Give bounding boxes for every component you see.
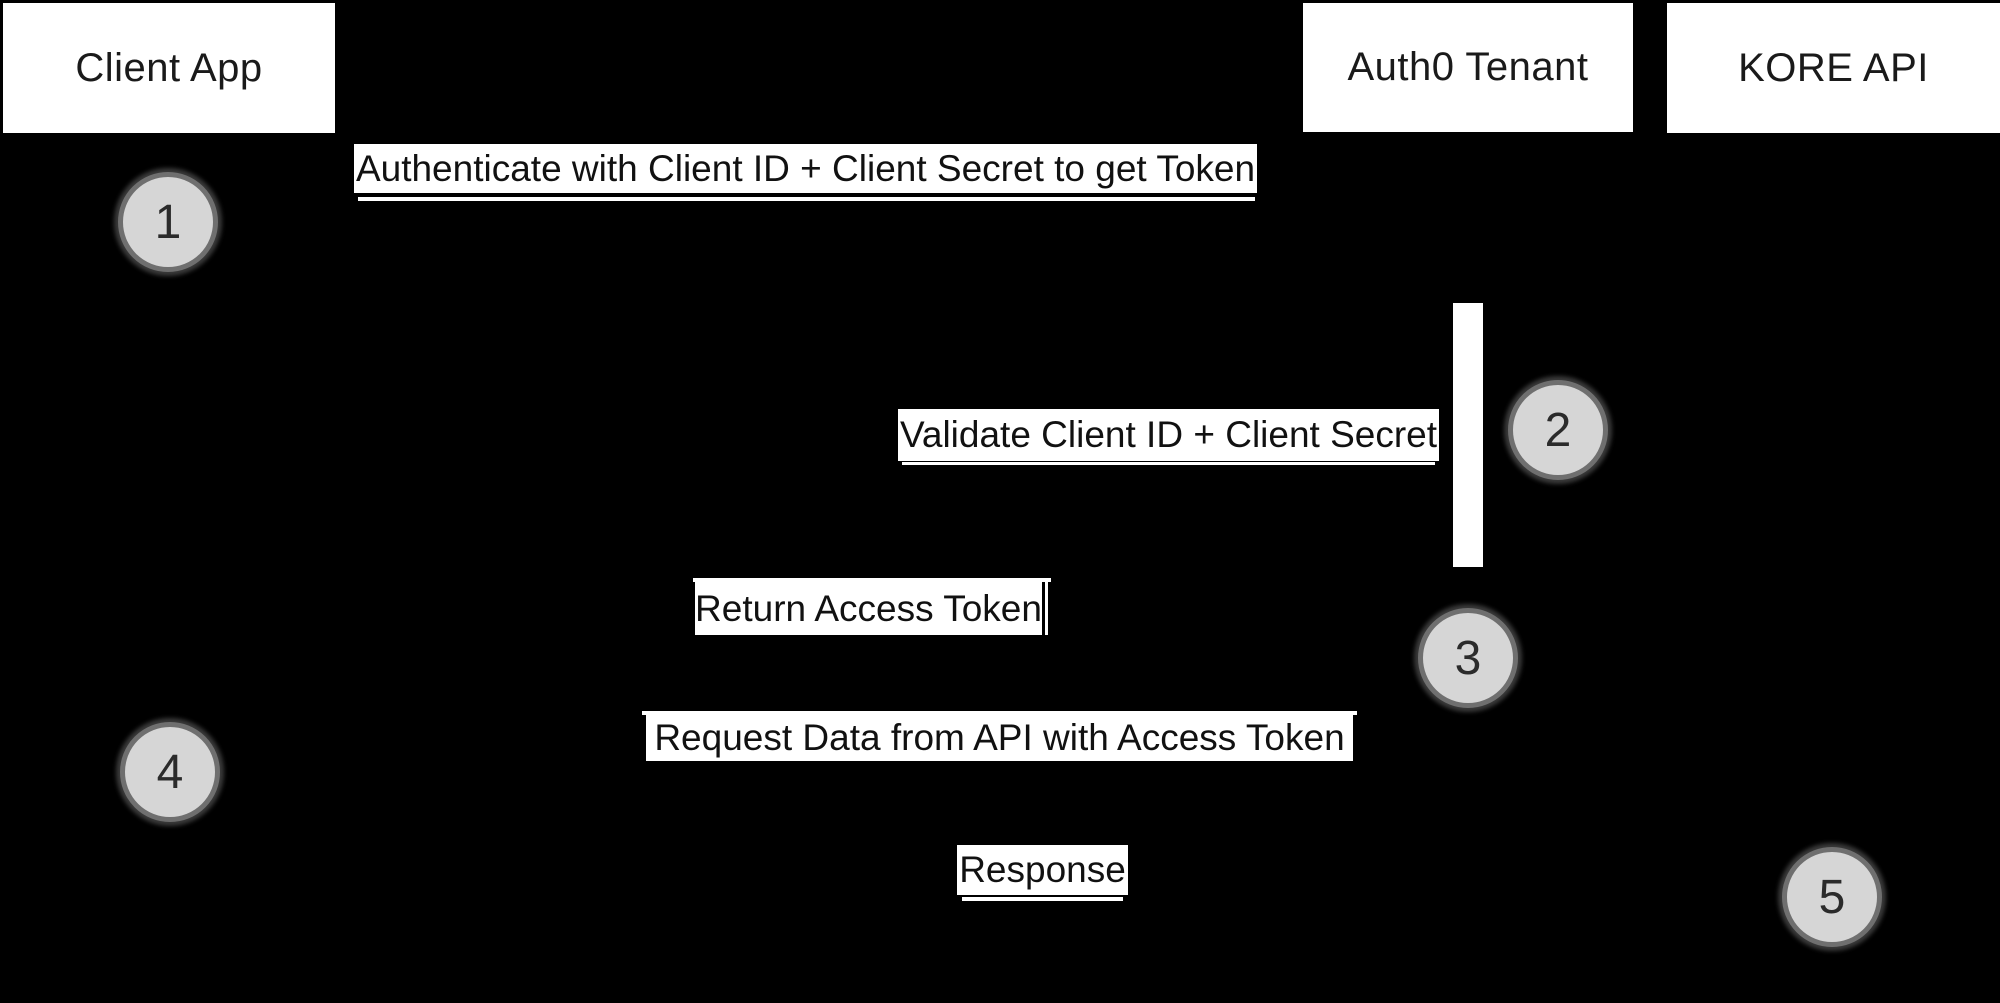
message-text-response: Response xyxy=(959,849,1126,890)
message-text-authenticate: Authenticate with Client ID + Client Sec… xyxy=(355,147,1256,189)
message-label-validate: Validate Client ID + Client Secret xyxy=(898,409,1439,461)
step-number-3: 3 xyxy=(1454,631,1482,685)
message-line-validate xyxy=(902,462,1435,465)
message-text-validate: Validate Client ID + Client Secret xyxy=(899,414,1438,455)
message-label-return-token: Return Access Token xyxy=(695,582,1042,635)
message-label-authenticate: Authenticate with Client ID + Client Sec… xyxy=(354,144,1257,193)
step-number-2: 2 xyxy=(1544,403,1572,457)
actor-box-client-app: Client App xyxy=(3,3,335,133)
step-number-1: 1 xyxy=(154,195,182,249)
message-text-request-data: Request Data from API with Access Token xyxy=(654,717,1345,758)
actor-label-auth0-tenant: Auth0 Tenant xyxy=(1347,45,1589,89)
message-line-response xyxy=(962,897,1123,901)
message-label-request-data: Request Data from API with Access Token xyxy=(646,715,1353,761)
message-line-authenticate xyxy=(358,197,1255,201)
step-number-5: 5 xyxy=(1818,870,1846,924)
message-text-return-token: Return Access Token xyxy=(695,587,1042,629)
activation-bar-auth0 xyxy=(1453,303,1483,567)
step-circle-4: 4 xyxy=(120,722,220,822)
message-line-return-token-tick xyxy=(1045,582,1048,635)
actor-box-kore-api: KORE API xyxy=(1667,3,2000,133)
actor-label-kore-api: KORE API xyxy=(1738,45,1929,90)
message-line-request-data xyxy=(642,711,1357,715)
step-circle-2: 2 xyxy=(1508,380,1608,480)
message-line-return-token xyxy=(693,578,1051,582)
actor-label-client-app: Client App xyxy=(75,45,263,90)
step-circle-1: 1 xyxy=(118,172,218,272)
step-circle-5: 5 xyxy=(1782,847,1882,947)
message-label-response: Response xyxy=(957,845,1128,895)
step-circle-3: 3 xyxy=(1418,608,1518,708)
step-number-4: 4 xyxy=(156,745,184,799)
actor-box-auth0-tenant: Auth0 Tenant xyxy=(1303,3,1633,132)
